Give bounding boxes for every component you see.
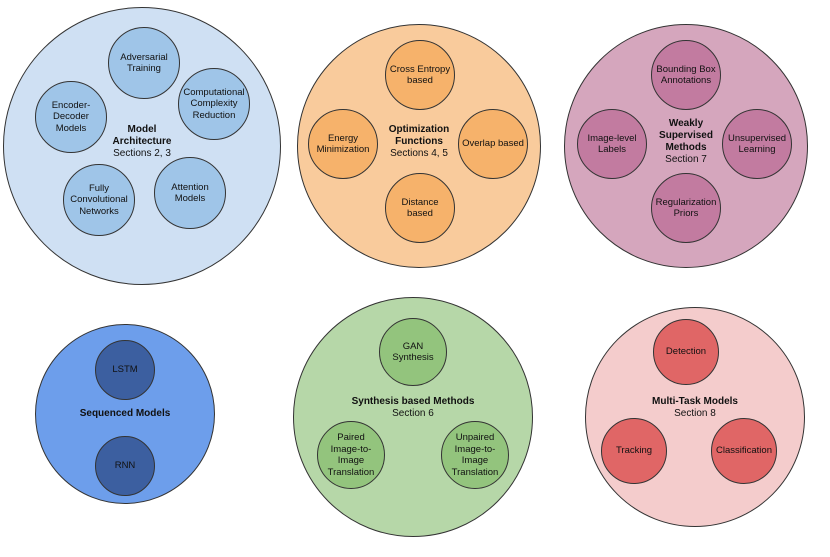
node-computational-complexity-reduction: Computational Complexity Reduction [178,68,250,140]
node-cross-entropy-based: Cross Entropy based [385,40,455,110]
node-paired-image-to-image-translation: Paired Image-to-Image Translation [317,421,385,489]
node-lstm: LSTM [95,340,155,400]
group-title-model-architecture: Model Architecture Sections 2, 3 [113,124,172,160]
node-distance-based: Distance based [385,173,455,243]
group-subtitle: Section 7 [665,154,707,165]
group-title-text: Sequenced Models [79,408,171,419]
node-energy-minimization: Energy Minimization [308,109,378,179]
node-overlap-based: Overlap based [458,109,528,179]
group-title-text: Weakly Supervised Methods [659,118,713,153]
group-title-optimization-functions: Optimization Functions Sections 4, 5 [389,124,450,160]
group-subtitle: Section 6 [392,408,434,419]
group-title-weakly-supervised: Weakly Supervised Methods Section 7 [659,118,713,166]
group-subtitle: Section 8 [674,408,716,419]
node-image-level-labels: Image-level Labels [577,109,647,179]
node-fully-convolutional-networks: Fully Convolutional Networks [63,164,135,236]
node-bounding-box-annotations: Bounding Box Annotations [651,40,721,110]
group-subtitle: Sections 4, 5 [390,148,448,159]
node-rnn: RNN [95,436,155,496]
group-title-text: Model Architecture [112,124,172,147]
node-encoder-decoder-models: Encoder- Decoder Models [35,81,107,153]
group-title-text: Multi-Task Models [652,396,738,407]
group-subtitle: Sections 2, 3 [113,148,171,159]
node-attention-models: Attention Models [154,157,226,229]
group-title-multi-task-models: Multi-Task Models Section 8 [652,396,738,420]
node-unsupervised-learning: Unsupervised Learning [722,109,792,179]
node-tracking: Tracking [601,418,667,484]
group-title-text: Optimization Functions [388,124,450,147]
node-adversarial-training: Adversarial Training [108,27,180,99]
node-gan-synthesis: GAN Synthesis [379,318,447,386]
node-detection: Detection [653,319,719,385]
node-classification: Classification [711,418,777,484]
group-title-synthesis-methods: Synthesis based Methods Section 6 [352,396,475,420]
group-title-sequenced-models: Sequenced Models [80,408,171,420]
node-regularization-priors: Regularization Priors [651,173,721,243]
node-unpaired-image-to-image-translation: Unpaired Image-to-Image Translation [441,421,509,489]
group-title-text: Synthesis based Methods [351,396,475,407]
